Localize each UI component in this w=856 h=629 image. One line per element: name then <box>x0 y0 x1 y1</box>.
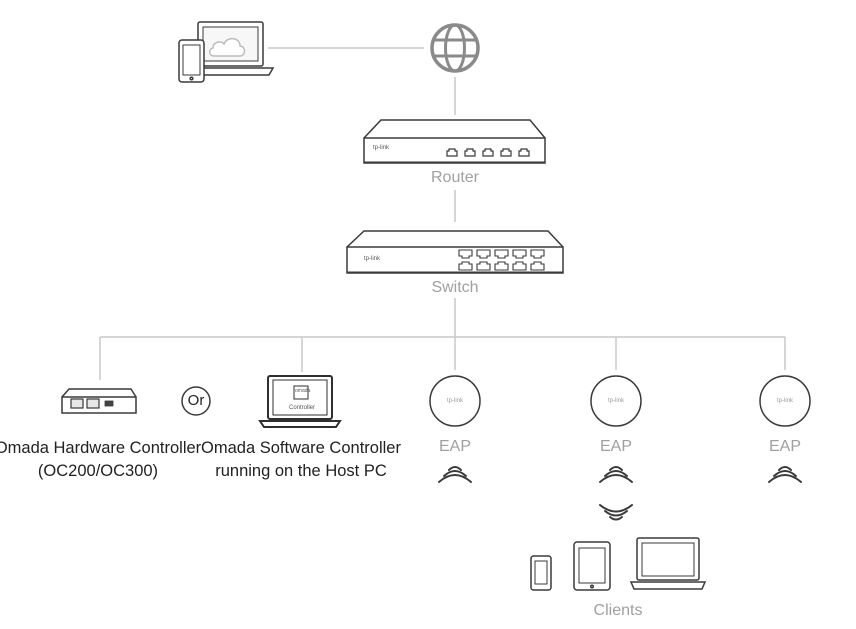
eap-label: EAP <box>599 438 633 455</box>
cloud-laptop-icon <box>186 21 275 76</box>
eap-brand-text: tp-link <box>446 398 464 404</box>
connection-lines <box>99 47 786 380</box>
tablet-icon <box>573 541 611 591</box>
laptop-screen-caption: Controller <box>289 405 316 411</box>
hardware-controller-icon <box>61 388 137 414</box>
hardware-controller-label: Omada Hardware Controller (OC200/OC300) <box>0 437 201 483</box>
clients-label: Clients <box>593 602 643 619</box>
software-controller-label: Omada Software Controller running on the… <box>201 437 401 483</box>
eap-icon <box>429 375 811 427</box>
hardware-controller-label-line1: Omada Hardware Controller <box>0 439 202 457</box>
phone-icon <box>530 555 552 591</box>
eap-brand-text: tp-link <box>607 398 625 404</box>
internet-globe-icon <box>430 23 480 73</box>
eap-brand-text: tp-link <box>776 398 794 404</box>
wifi-icon <box>438 466 802 521</box>
or-label: Or <box>187 392 205 409</box>
router-label: Router <box>430 169 480 186</box>
software-controller-label-line2: running on the Host PC <box>215 462 387 480</box>
switch-label: Switch <box>431 279 479 296</box>
laptop-icon <box>629 537 707 590</box>
laptop-screen-logo: omada <box>295 388 311 394</box>
eap-label: EAP <box>438 438 472 455</box>
router-icon <box>363 119 546 164</box>
switch-brand-text: tp-link <box>364 256 381 262</box>
eap-label: EAP <box>768 438 802 455</box>
hardware-controller-label-line2: (OC200/OC300) <box>37 462 159 480</box>
switch-icon <box>346 230 564 274</box>
or-circle <box>181 386 211 416</box>
software-controller-label-line1: Omada Software Controller <box>201 439 401 457</box>
phone-icon <box>178 39 205 83</box>
software-controller-laptop-icon <box>258 375 342 428</box>
router-brand-text: tp-link <box>373 145 390 151</box>
